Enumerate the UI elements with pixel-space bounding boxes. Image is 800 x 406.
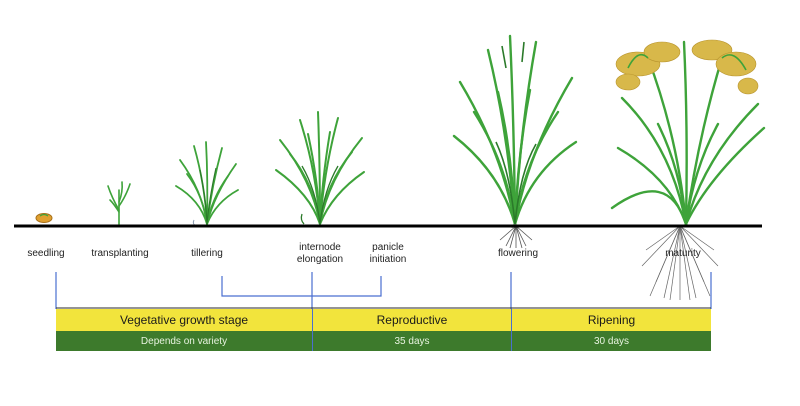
seed-icon: [35, 213, 53, 223]
rice-plant-icon-tillering: [175, 141, 239, 227]
roots-icon-maturity: [641, 226, 719, 301]
phase-band-reproductive: Reproductive: [312, 309, 511, 331]
stage-label-tillering: tillering: [191, 248, 223, 259]
rice-plant-icon-flowering: [452, 34, 578, 228]
roots-icon-flowering: [499, 226, 533, 249]
rice-plant-icon-maturity: [610, 39, 766, 226]
stage-label-panicle-initiation: panicle initiation: [369, 242, 407, 265]
stage-label-transplanting: transplanting: [91, 248, 149, 259]
rice-plant-icon-transplanting: [107, 181, 131, 225]
panicle-bracket: [221, 276, 382, 297]
stage-label-flowering: flowering: [497, 248, 539, 259]
stage-label-internode-elongation: internode elongation: [296, 242, 344, 265]
stage-label-seedling: seedling: [27, 248, 65, 259]
phase-band-vegetative: Vegetative growth stage: [56, 309, 312, 331]
rice-plant-icon-internode: [275, 111, 365, 225]
duration-band-ripening: 30 days: [511, 331, 711, 351]
duration-band-reproductive: 35 days: [312, 331, 511, 351]
stage-label-maturity: maturity: [665, 248, 701, 259]
phase-band-ripening: Ripening: [511, 309, 711, 331]
duration-band-vegetative: Depends on variety: [56, 331, 312, 351]
